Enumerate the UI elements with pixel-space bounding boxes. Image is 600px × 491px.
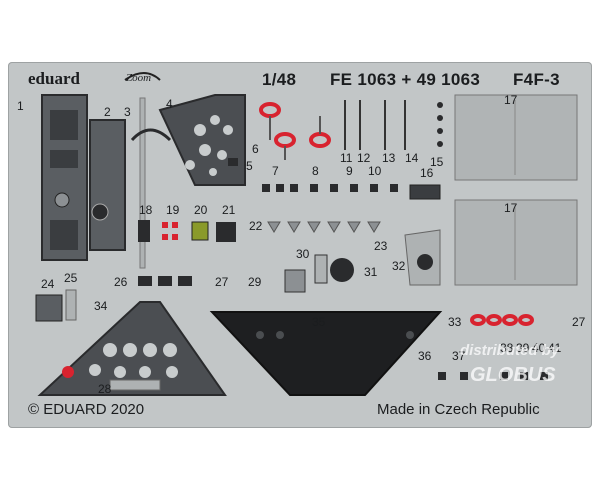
part-number: 15 <box>430 155 444 169</box>
part-1-console-detail <box>50 110 78 140</box>
part-35-panel <box>209 311 443 396</box>
part-34-dials <box>89 343 178 378</box>
part-number: 10 <box>368 164 382 178</box>
part-21 <box>216 222 236 242</box>
parts-11-14-rods <box>344 100 406 150</box>
part-3-arc <box>130 128 172 142</box>
part-number: 34 <box>94 299 108 313</box>
part-33-red <box>470 314 534 326</box>
part-6-handles <box>259 102 331 148</box>
copyright-text: © EDUARD 2020 <box>28 401 145 418</box>
part-35-holes <box>256 331 414 339</box>
part-4-panel <box>158 94 246 186</box>
part-number: 38 <box>500 341 514 355</box>
part-number: 4 <box>166 97 173 111</box>
part-1-console-detail <box>50 220 78 250</box>
part-number: 31 <box>364 265 378 279</box>
part-number: 41 <box>548 341 562 355</box>
part-number: 6 <box>252 142 259 156</box>
part-number: 25 <box>64 271 78 285</box>
part-number: 30 <box>296 247 310 261</box>
part-28 <box>109 379 161 391</box>
part-number: 35 <box>312 315 326 329</box>
zoom-logo: Zoom <box>126 72 152 84</box>
part-30 <box>314 254 328 284</box>
part-number: 40 <box>532 341 546 355</box>
scale-label: 1/48 <box>262 70 297 89</box>
part-number: 17 <box>504 201 518 215</box>
parts-22-23 <box>267 221 381 233</box>
part-number: 37 <box>452 349 466 363</box>
part-1-gauge <box>54 192 70 208</box>
part-number: 13 <box>382 151 396 165</box>
part-18 <box>138 220 150 242</box>
part-20-green <box>191 221 209 241</box>
part-number: 14 <box>405 151 419 165</box>
part-17-seat-top <box>454 94 578 181</box>
part-number: 2 <box>104 105 111 119</box>
part-19-red <box>162 222 178 240</box>
part-5 <box>228 158 238 166</box>
product-codes: FE 1063 + 49 1063 <box>330 70 481 89</box>
part-number: 23 <box>374 239 388 253</box>
part-number: 12 <box>357 151 371 165</box>
part-number: 27 <box>215 275 229 289</box>
part-number: 5 <box>246 159 253 173</box>
part-number: 11 <box>340 151 353 165</box>
part-number: 8 <box>312 164 319 178</box>
brand-logo: eduard <box>28 69 80 88</box>
part-6-stems <box>269 116 321 160</box>
part-number: 36 <box>418 349 432 363</box>
part-29 <box>284 269 306 293</box>
part-3-strip <box>139 97 146 269</box>
part-16 <box>409 184 441 200</box>
part-number: 16 <box>420 166 434 180</box>
part-number: 33 <box>448 315 462 329</box>
part-number: 27 <box>572 315 586 329</box>
part-number: 29 <box>248 275 262 289</box>
part-17-seat-bottom <box>454 199 578 286</box>
part-number: 1 <box>17 99 24 113</box>
part-2-gear <box>91 203 109 221</box>
part-25 <box>65 289 77 321</box>
part-4-dials <box>185 115 233 176</box>
part-24 <box>35 294 63 322</box>
part-number: 21 <box>222 203 236 217</box>
part-number: 20 <box>194 203 208 217</box>
watermark-line2: GLOBUS <box>470 364 556 386</box>
part-number: 17 <box>504 93 518 107</box>
part-number: 3 <box>124 105 131 119</box>
part-26 <box>138 276 192 286</box>
part-2-console <box>89 119 126 251</box>
zoom-logo-swoosh <box>124 72 161 81</box>
part-number: 26 <box>114 275 128 289</box>
watermark-line1: distributed by <box>460 342 560 359</box>
made-in-text: Made in Czech Republic <box>377 401 540 418</box>
part-number: 32 <box>392 259 406 273</box>
part-number: 22 <box>249 219 263 233</box>
part-number: 24 <box>41 277 55 291</box>
part-number: 18 <box>139 203 153 217</box>
part-15-dots <box>437 102 443 147</box>
part-number: 9 <box>346 164 353 178</box>
part-number: 19 <box>166 203 180 217</box>
part-31 <box>330 258 354 282</box>
part-number: 39 <box>516 341 530 355</box>
parts-7-10-switches <box>262 184 398 192</box>
part-number: 7 <box>272 164 279 178</box>
part-number: 28 <box>98 382 112 396</box>
part-1-console-detail <box>50 150 78 168</box>
model-label: F4F-3 <box>513 70 560 89</box>
parts-36-41 <box>438 372 548 380</box>
part-34-red-dial <box>62 366 74 378</box>
